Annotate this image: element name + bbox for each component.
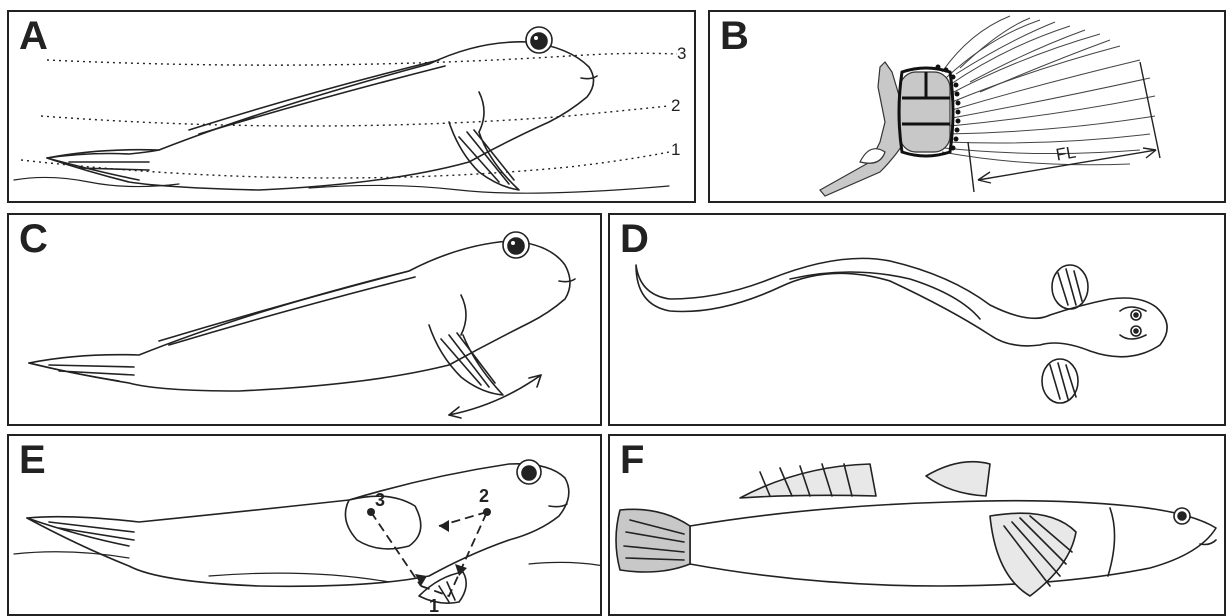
stride-point-2: 2 bbox=[479, 486, 489, 507]
line-label-2: 2 bbox=[671, 96, 680, 116]
panel-label-d: D bbox=[620, 219, 649, 259]
stride-point-3: 3 bbox=[375, 490, 385, 511]
panel-label-b: B bbox=[720, 16, 749, 56]
pectoral-fin-diagram bbox=[710, 12, 1226, 203]
panel-label-e: E bbox=[19, 440, 46, 480]
panel-c: C bbox=[7, 213, 602, 426]
mudskipper-fin-swing-drawing bbox=[9, 215, 602, 426]
stride-point-1: 1 bbox=[429, 596, 439, 616]
panel-label-f: F bbox=[620, 440, 644, 480]
panel-e: E 3 2 1 bbox=[7, 434, 602, 616]
panel-label-a: A bbox=[19, 16, 48, 56]
line-label-3: 3 bbox=[677, 44, 686, 64]
panel-b: B FL bbox=[708, 10, 1226, 203]
mudskipper-posture-drawing bbox=[9, 12, 696, 203]
line-label-1: 1 bbox=[671, 140, 680, 160]
mudskipper-stride-drawing bbox=[9, 436, 602, 616]
fin-length-label: FL bbox=[1054, 142, 1077, 165]
panel-label-c: C bbox=[19, 219, 48, 259]
panel-a: A 3 2 1 bbox=[7, 10, 696, 203]
mudskipper-top-view-drawing bbox=[610, 215, 1226, 426]
panel-d: D bbox=[608, 213, 1226, 426]
panel-f: F bbox=[608, 434, 1226, 616]
goby-side-view-drawing bbox=[610, 436, 1226, 616]
